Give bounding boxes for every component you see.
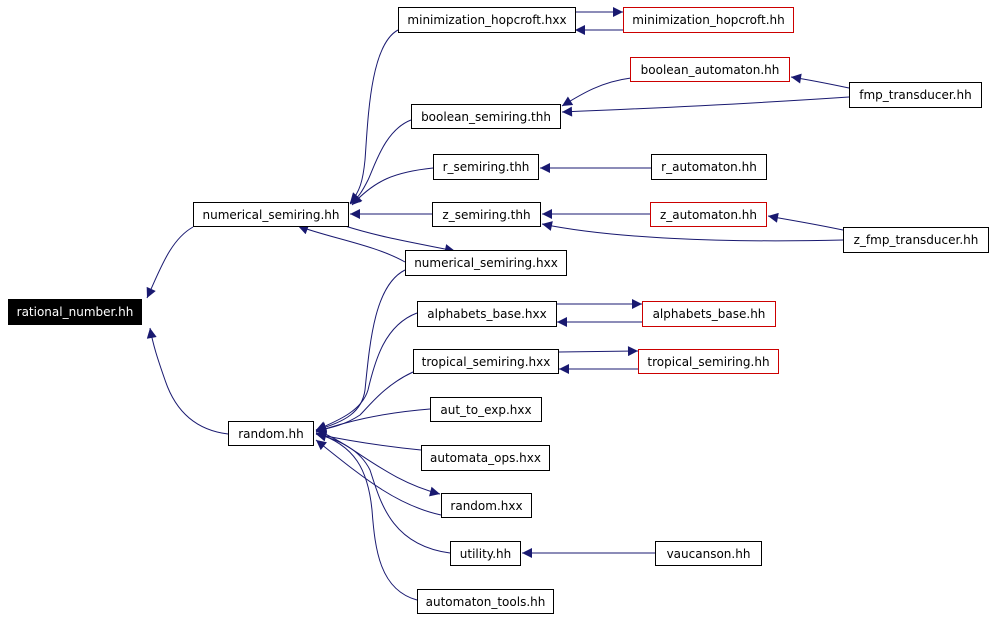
node-z-fmp-transducer-hh[interactable]: z_fmp_transducer.hh	[843, 227, 989, 253]
node-tropical-semiring-hxx[interactable]: tropical_semiring.hxx	[413, 349, 559, 374]
node-utility-hh[interactable]: utility.hh	[450, 541, 521, 566]
node-minimization-hopcroft-hh[interactable]: minimization_hopcroft.hh	[623, 7, 794, 33]
node-fmp-transducer-hh[interactable]: fmp_transducer.hh	[849, 82, 982, 108]
node-random-hxx[interactable]: random.hxx	[441, 493, 532, 518]
node-numerical-semiring-hh[interactable]: numerical_semiring.hh	[193, 202, 349, 227]
node-automata-ops-hxx[interactable]: automata_ops.hxx	[421, 445, 550, 471]
edge-automaton-tools-to-random	[315, 431, 418, 601]
node-z-semiring-thh[interactable]: z_semiring.thh	[432, 202, 541, 227]
node-alphabets-base-hxx[interactable]: alphabets_base.hxx	[417, 301, 557, 327]
node-r-semiring-thh[interactable]: r_semiring.thh	[433, 154, 539, 180]
edge-tropical-semiring-hxx-to-random	[315, 371, 414, 434]
edge-numerical-semiring-hxx-to-random	[315, 269, 406, 433]
edge-boolean-semiring-to-numerical-semiring	[349, 119, 412, 205]
edge-z-fmp-transducer-to-z-automaton	[767, 212, 844, 231]
edge-numerical-semiring-hxx-to-numerical-semiring	[297, 224, 406, 263]
edge-minimization-hopcroft-hxx-to-numerical-semiring	[349, 29, 399, 204]
edge-fmp-transducer-to-boolean-automaton	[790, 73, 850, 89]
node-aut-to-exp-hxx[interactable]: aut_to_exp.hxx	[430, 397, 542, 422]
edge-automata-ops-to-random	[315, 431, 422, 451]
node-r-automaton-hh[interactable]: r_automaton.hh	[651, 154, 767, 180]
node-tropical-semiring-hh[interactable]: tropical_semiring.hh	[638, 349, 779, 374]
node-boolean-semiring-thh[interactable]: boolean_semiring.thh	[411, 104, 561, 129]
node-rational-number-hh: rational_number.hh	[8, 299, 142, 325]
node-z-automaton-hh[interactable]: z_automaton.hh	[650, 202, 767, 227]
edge-alphabets-base-hxx-to-random	[315, 312, 418, 431]
edge-r-semiring-to-numerical-semiring	[351, 167, 434, 206]
node-vaucanson-hh[interactable]: vaucanson.hh	[655, 541, 762, 566]
edge-aut-to-exp-to-random	[315, 408, 431, 434]
edge-numerical-semiring-to-rational-number	[146, 226, 194, 299]
edge-random-hxx-to-random	[315, 439, 442, 516]
node-random-hh[interactable]: random.hh	[228, 421, 314, 446]
edge-z-fmp-transducer-to-z-semiring	[541, 221, 844, 242]
node-automaton-tools-hh[interactable]: automaton_tools.hh	[417, 589, 554, 614]
node-numerical-semiring-hxx[interactable]: numerical_semiring.hxx	[405, 250, 567, 276]
edge-boolean-automaton-to-boolean-semiring	[561, 77, 632, 107]
node-alphabets-base-hh[interactable]: alphabets_base.hh	[642, 301, 776, 327]
node-boolean-automaton-hh[interactable]: boolean_automaton.hh	[630, 57, 790, 82]
edge-fmp-transducer-to-boolean-semiring	[561, 96, 850, 117]
edge-random-to-random-hxx	[315, 429, 441, 497]
edge-utility-to-random	[315, 431, 451, 554]
edge-numerical-semiring-to-numerical-semiring-hxx	[344, 225, 456, 254]
edge-tropical-semiring-hxx-to-hh	[558, 346, 639, 357]
node-minimization-hopcroft-hxx[interactable]: minimization_hopcroft.hxx	[398, 7, 576, 33]
edge-random-to-rational-number	[146, 327, 229, 435]
